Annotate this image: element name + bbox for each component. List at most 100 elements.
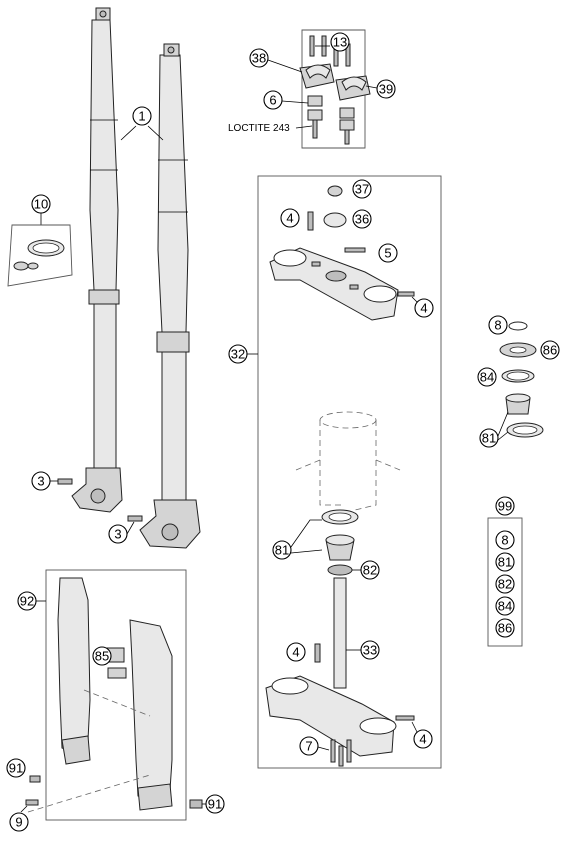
callout-92: 92 — [17, 591, 37, 611]
callout-33: 33 — [360, 640, 380, 660]
svg-text:13: 13 — [333, 35, 347, 50]
callout-81c: 81 — [495, 552, 515, 572]
callout-85: 85 — [92, 646, 112, 666]
svg-text:8: 8 — [501, 533, 508, 548]
bearing-washer[interactable] — [499, 342, 537, 358]
callout-4a: 4 — [280, 208, 300, 228]
svg-text:99: 99 — [498, 499, 512, 514]
handlebar-clamp-frame — [301, 29, 366, 149]
screw-upper[interactable] — [307, 211, 314, 231]
fork-leg-left[interactable] — [71, 7, 123, 513]
callout-3a: 3 — [31, 471, 51, 491]
screw-lower[interactable] — [314, 643, 321, 663]
callout-91b: 91 — [205, 794, 225, 814]
clamp-screw-lower-right[interactable] — [395, 715, 415, 721]
guard-screw-91-left[interactable] — [29, 775, 41, 783]
svg-text:33: 33 — [363, 643, 377, 658]
callout-39: 39 — [376, 79, 396, 99]
svg-text:81: 81 — [498, 555, 512, 570]
svg-text:84: 84 — [480, 370, 494, 385]
stem-ghost-outline — [295, 411, 401, 511]
clamp-screw-upper-right[interactable] — [397, 291, 415, 297]
rubber-bushings[interactable] — [307, 95, 355, 145]
dust-seal[interactable] — [327, 564, 353, 576]
callout-7: 7 — [299, 736, 319, 756]
callout-32: 32 — [228, 344, 248, 364]
axle-clamp-screw-right[interactable] — [127, 515, 143, 522]
svg-text:4: 4 — [292, 645, 299, 660]
svg-text:9: 9 — [15, 815, 22, 830]
svg-text:92: 92 — [20, 594, 34, 609]
loctite-note: LOCTITE 243 — [228, 123, 290, 134]
fork-guard-right[interactable] — [129, 619, 173, 811]
svg-text:85: 85 — [95, 649, 109, 664]
callout-84a: 84 — [477, 367, 497, 387]
callout-8b: 8 — [495, 530, 515, 550]
callout-84b: 84 — [495, 596, 515, 616]
svg-text:84: 84 — [498, 599, 512, 614]
svg-text:36: 36 — [355, 212, 369, 227]
fork-leg-right[interactable] — [139, 43, 201, 549]
svg-text:6: 6 — [269, 93, 276, 108]
handlebar-clamp-left[interactable] — [299, 63, 335, 89]
svg-text:91: 91 — [9, 761, 23, 776]
upper-bearing[interactable] — [505, 393, 531, 415]
callout-8a: 8 — [488, 315, 508, 335]
callout-9: 9 — [9, 812, 29, 832]
svg-text:8: 8 — [494, 318, 501, 333]
callout-3b: 3 — [108, 524, 128, 544]
upper-triple-clamp[interactable] — [269, 247, 399, 321]
svg-text:81: 81 — [482, 431, 496, 446]
steering-nut[interactable] — [327, 185, 343, 197]
kit-list-frame — [487, 517, 523, 647]
handlebar-clamp-right[interactable] — [335, 75, 371, 101]
callout-10: 10 — [31, 194, 51, 214]
guard-screw-9[interactable] — [25, 799, 39, 806]
callout-81a: 81 — [272, 540, 292, 560]
seal-ring[interactable] — [501, 369, 535, 383]
clamp-bolt[interactable] — [344, 247, 366, 253]
bearing-seal[interactable] — [321, 509, 359, 525]
axle-clamp-screw-left[interactable] — [57, 478, 73, 485]
svg-text:86: 86 — [498, 621, 512, 636]
svg-text:4: 4 — [420, 301, 427, 316]
svg-text:91: 91 — [208, 797, 222, 812]
svg-text:3: 3 — [37, 474, 44, 489]
callout-4b: 4 — [414, 298, 434, 318]
svg-text:86: 86 — [543, 343, 557, 358]
tapered-bearing[interactable] — [325, 534, 355, 561]
svg-text:82: 82 — [363, 563, 377, 578]
hose-clamp[interactable] — [13, 239, 65, 271]
callout-82b: 82 — [495, 574, 515, 594]
callout-99: 99 — [495, 496, 515, 516]
svg-text:81: 81 — [275, 543, 289, 558]
fork-guard-frame — [45, 569, 187, 821]
svg-text:1: 1 — [138, 109, 145, 124]
callout-6: 6 — [263, 90, 283, 110]
svg-text:32: 32 — [231, 347, 245, 362]
guard-dash-lines — [27, 689, 151, 813]
callout-1: 1 — [132, 106, 152, 126]
bearing-race[interactable] — [506, 422, 544, 438]
steering-stem[interactable] — [333, 577, 347, 689]
callout-86a: 86 — [540, 340, 560, 360]
callout-91a: 91 — [6, 758, 26, 778]
hose-clamp-frame — [7, 224, 73, 287]
guard-screw-91-right[interactable] — [189, 799, 203, 809]
callout-13: 13 — [330, 32, 350, 52]
o-ring[interactable] — [508, 321, 528, 331]
svg-text:3: 3 — [114, 527, 121, 542]
svg-text:10: 10 — [34, 197, 48, 212]
fork-guard-left[interactable] — [57, 577, 91, 765]
stem-washer[interactable] — [323, 212, 347, 228]
svg-text:38: 38 — [252, 51, 266, 66]
svg-text:7: 7 — [305, 739, 312, 754]
callout-5: 5 — [378, 243, 398, 263]
steering-assembly-frame — [257, 175, 442, 769]
lower-clamp-screws[interactable] — [330, 739, 352, 767]
callout-38: 38 — [249, 48, 269, 68]
callout-86b: 86 — [495, 618, 515, 638]
lower-triple-clamp[interactable] — [265, 675, 397, 757]
svg-text:37: 37 — [355, 182, 369, 197]
